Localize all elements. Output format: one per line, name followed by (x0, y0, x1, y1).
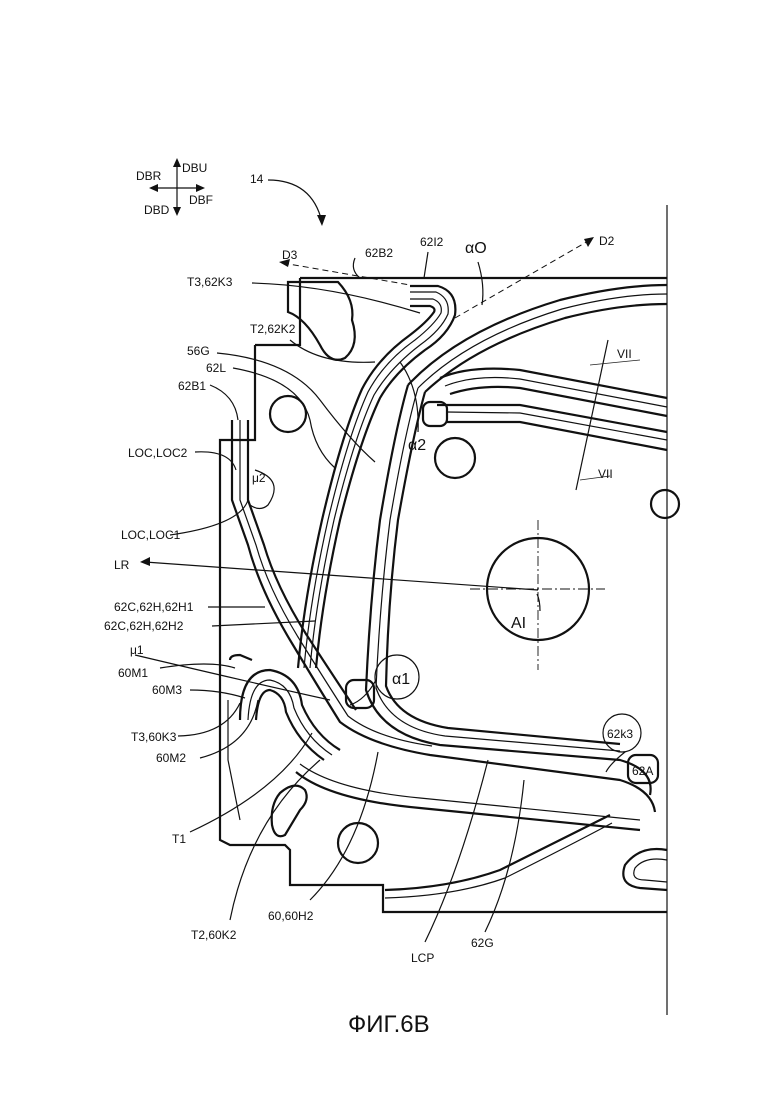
lower-tab-notch (272, 786, 307, 837)
compass-up-label: DBU (182, 161, 207, 175)
label-vii-bottom: VII (598, 467, 613, 481)
compass-left-label: DBR (136, 169, 162, 183)
figure-caption: ФИГ.6B (348, 1011, 430, 1038)
label-ai: AI (511, 615, 526, 632)
label-60m1: 60M1 (118, 666, 148, 680)
label-t3-60k3: T3,60K3 (131, 730, 177, 744)
label-60-60h2: 60,60H2 (268, 909, 314, 923)
gasket-bead-outer (298, 286, 455, 668)
bolt-holes (270, 396, 679, 863)
label-t2-62k2: T2,62K2 (250, 322, 296, 336)
label-t1: T1 (172, 832, 186, 846)
label-62c-62h-62h2: 62C,62H,62H2 (104, 619, 184, 633)
label-vii-top: VII (617, 347, 632, 361)
reference-14: 14 (250, 172, 326, 226)
label-bubbles (250, 470, 641, 752)
label-alpha-1: α1 (392, 671, 410, 688)
label-62c-62h-62h1: 62C,62H,62H1 (114, 600, 194, 614)
label-lr: LR (114, 558, 130, 572)
label-mu-1: μ1 (130, 643, 144, 657)
label-lcp: LCP (411, 951, 434, 965)
label-t3-62k3: T3,62K3 (187, 275, 233, 289)
label-56g: 56G (187, 344, 210, 358)
label-loc-loc1: LOC,LOC1 (121, 528, 181, 542)
compass-down-label: DBD (144, 203, 170, 217)
label-d2: D2 (599, 234, 615, 248)
label-62l: 62L (206, 361, 226, 375)
compass-right-label: DBF (189, 193, 213, 207)
reference-number: 14 (250, 172, 264, 186)
reference-labels: D362B262I2αOD2T3,62K3T2,62K256G62L62B1VI… (104, 234, 653, 965)
label-60m3: 60M3 (152, 683, 182, 697)
label-mu-2: μ2 (252, 471, 266, 485)
label-62i2: 62I2 (420, 235, 444, 249)
label-t2-60k2: T2,60K2 (191, 928, 237, 942)
direction-compass: DBU DBF DBR DBD (136, 158, 213, 217)
label-62a: 62A (632, 764, 653, 778)
label-alpha-o: αO (465, 240, 487, 257)
label-62k3: 62k3 (607, 727, 633, 741)
label-62g: 62G (471, 936, 494, 950)
label-alpha-2: α2 (408, 437, 426, 454)
gasket-bead-horizontal (437, 369, 667, 450)
label-d3: D3 (282, 248, 298, 262)
label-loc-loc2: LOC,LOC2 (128, 446, 188, 460)
housing-outline (220, 278, 667, 912)
label-60m2: 60M2 (156, 751, 186, 765)
label-62b1: 62B1 (178, 379, 206, 393)
label-62b2: 62B2 (365, 246, 393, 260)
